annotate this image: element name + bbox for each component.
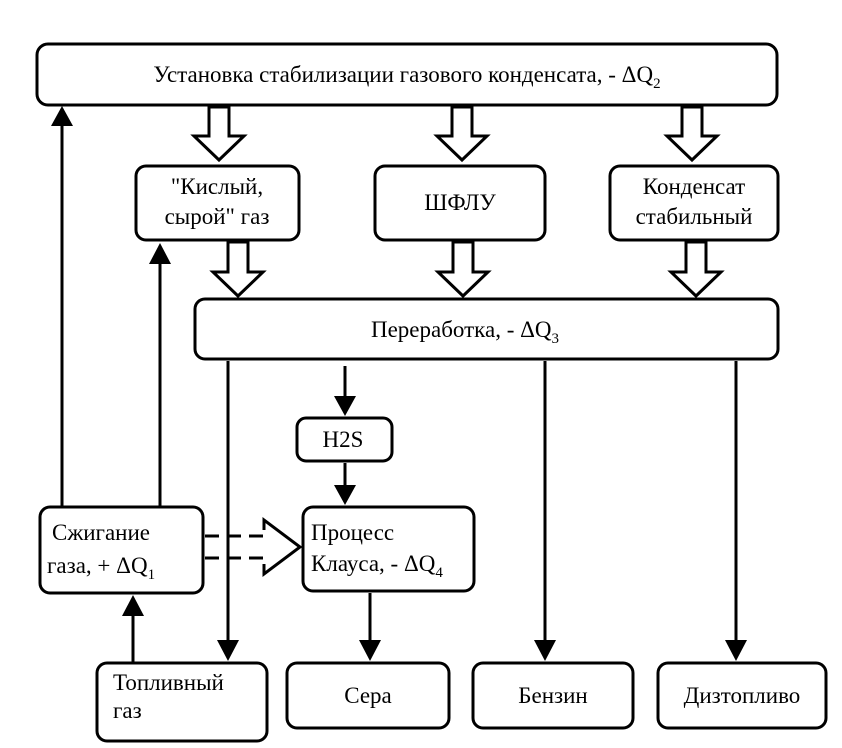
node-sour-gas-line2: сырой" газ — [165, 204, 270, 229]
node-fuel-gas-line1: Топливный — [113, 670, 224, 695]
node-processing: Переработка, - ΔQ3 — [193, 297, 780, 361]
node-fuel-gas: Топливный газ — [95, 661, 269, 743]
node-diesel-label: Дизтопливо — [684, 683, 801, 708]
node-stabilization: Установка стабилизации газового конденса… — [35, 42, 779, 107]
node-condensate-line2: стабильный — [636, 204, 753, 229]
node-fuel-gas-line2: газ — [113, 698, 142, 723]
hollow-arrow-to-shflu — [433, 105, 491, 163]
node-sulfur-label: Сера — [344, 683, 392, 708]
hollow-arrow-sour-gas-to-processing — [209, 240, 267, 299]
hollow-arrow-to-sour-gas — [190, 105, 248, 163]
node-gasoline-label: Бензин — [518, 683, 587, 708]
node-sour-gas: "Кислый, сырой" газ — [134, 164, 301, 242]
node-processing-label: Переработка, - ΔQ — [371, 317, 552, 342]
node-condensate: Конденсат стабильный — [608, 164, 780, 242]
node-h2s: H2S — [295, 416, 394, 463]
node-sour-gas-line1: "Кислый, — [171, 174, 263, 199]
node-sulfur: Сера — [285, 661, 451, 730]
svg-text:Клауса, - ΔQ4: Клауса, - ΔQ4 — [311, 551, 443, 581]
node-combustion-sub: 1 — [148, 567, 156, 583]
hollow-arrow-to-condensate — [663, 105, 721, 163]
node-processing-sub: 3 — [552, 331, 560, 347]
hollow-arrow-shflu-to-processing — [434, 240, 492, 299]
node-stabilization-sub: 2 — [653, 76, 661, 92]
node-condensate-line1: Конденсат — [643, 174, 745, 199]
node-claus-line2: Клауса, - ΔQ — [311, 551, 436, 576]
arrow-combustion-to-claus — [205, 517, 303, 577]
svg-text:Переработка, - ΔQ3: Переработка, - ΔQ3 — [371, 317, 559, 347]
node-combustion-line2: газа, + ΔQ — [47, 553, 148, 578]
arrow-h2s-to-claus — [334, 463, 356, 505]
node-h2s-label: H2S — [323, 427, 364, 452]
arrow-claus-to-sulfur — [359, 593, 381, 661]
node-gasoline: Бензин — [471, 661, 635, 730]
arrow-fuel-gas-to-combustion — [122, 595, 144, 663]
node-diesel: Дизтопливо — [656, 661, 828, 730]
svg-text:газа, + ΔQ1: газа, + ΔQ1 — [47, 553, 155, 583]
arrow-combustion-to-stabilization — [51, 106, 73, 507]
arrow-processing-to-diesel — [725, 361, 747, 661]
arrow-combustion-to-sour-gas — [149, 243, 171, 507]
arrow-processing-to-h2s — [334, 366, 356, 416]
arrow-processing-to-fuel-gas — [217, 361, 239, 661]
node-claus: Процесс Клауса, - ΔQ4 — [301, 505, 476, 593]
node-claus-sub: 4 — [435, 565, 443, 581]
svg-text:Установка стабилизации газовог: Установка стабилизации газового конденса… — [153, 62, 660, 92]
node-combustion-line1: Сжигание — [52, 520, 150, 545]
hollow-arrow-condensate-to-processing — [667, 240, 725, 299]
node-shflu-label: ШФЛУ — [424, 190, 496, 215]
arrow-processing-to-gasoline — [534, 361, 556, 661]
node-combustion: Сжигание газа, + ΔQ1 — [38, 505, 205, 595]
node-stabilization-label: Установка стабилизации газового конденса… — [153, 62, 653, 87]
node-claus-line1: Процесс — [311, 520, 394, 545]
node-shflu: ШФЛУ — [373, 164, 547, 242]
